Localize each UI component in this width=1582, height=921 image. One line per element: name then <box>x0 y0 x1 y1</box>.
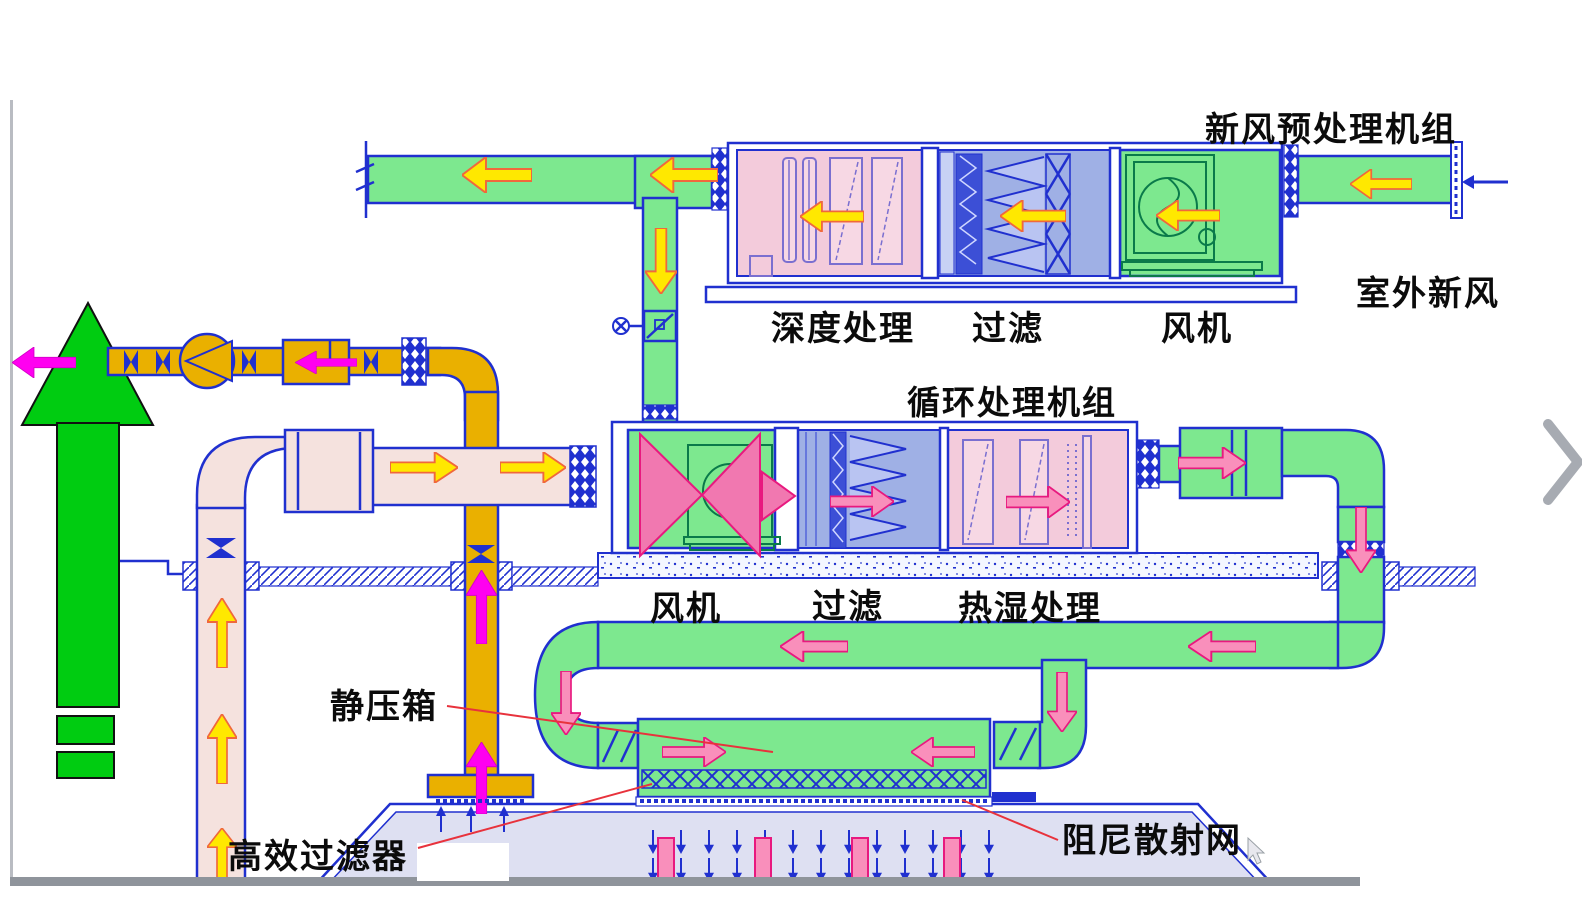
silencer-box <box>283 428 375 514</box>
damping-mesh-label: 阻尼散射网 <box>1062 822 1242 860</box>
plenum-damper <box>992 720 1042 802</box>
recirc-section-label: 过滤 <box>812 588 884 626</box>
cleanroom-airflow-arrows <box>436 806 994 883</box>
supply-column <box>851 837 869 883</box>
top-supply-duct <box>355 141 730 424</box>
page-left-edge <box>10 100 13 884</box>
flex-connector <box>1283 144 1299 218</box>
floor-line <box>10 877 1360 886</box>
flex-connector <box>642 404 678 420</box>
inlet-arrow-icon <box>1462 175 1474 189</box>
flex-connector <box>401 337 427 386</box>
supply-column <box>943 837 961 883</box>
hepa-mesh-layer <box>641 769 987 789</box>
pretreat-unit-label: 新风预处理机组 <box>1205 111 1457 149</box>
recirc-section-label: 风机 <box>650 590 722 628</box>
plenum-label: 静压箱 <box>330 688 438 726</box>
return-riser <box>195 503 247 886</box>
ahu-platform <box>597 552 1319 579</box>
flex-connector <box>1136 439 1160 489</box>
recirc-section-label: 热湿处理 <box>958 590 1102 628</box>
flex-connector <box>569 445 597 508</box>
recirc-unit-label: 循环处理机组 <box>907 384 1117 421</box>
hepa-filter-label: 高效过滤器 <box>228 838 408 876</box>
pointer-line-plenum <box>446 705 774 753</box>
fan-bowtie-icon <box>639 431 797 559</box>
mouse-pointer-icon <box>1247 836 1266 865</box>
pointer-line-mesh <box>961 799 1059 841</box>
big-exhaust-arrow <box>20 300 155 779</box>
pointer-line-hepa <box>417 783 653 849</box>
chevron-right-icon[interactable] <box>1543 419 1582 505</box>
outdoor-air-label: 室外新风 <box>1356 274 1500 313</box>
volume-damper <box>612 309 678 343</box>
pretreat-section-label: 深度处理 <box>771 310 915 348</box>
ceiling-structure <box>120 552 1476 591</box>
white-patch <box>417 843 509 881</box>
fan-wheel-icon <box>1121 154 1263 277</box>
pretreat-ahu <box>704 141 1298 304</box>
plenum-box <box>635 717 993 807</box>
pretreat-section-label: 风机 <box>1161 310 1233 348</box>
supply-column <box>657 837 675 883</box>
supply-column <box>754 837 772 883</box>
fresh-air-inlet <box>1283 141 1508 219</box>
ahu-base <box>704 285 1298 304</box>
pretreat-section-label: 过滤 <box>972 310 1044 348</box>
